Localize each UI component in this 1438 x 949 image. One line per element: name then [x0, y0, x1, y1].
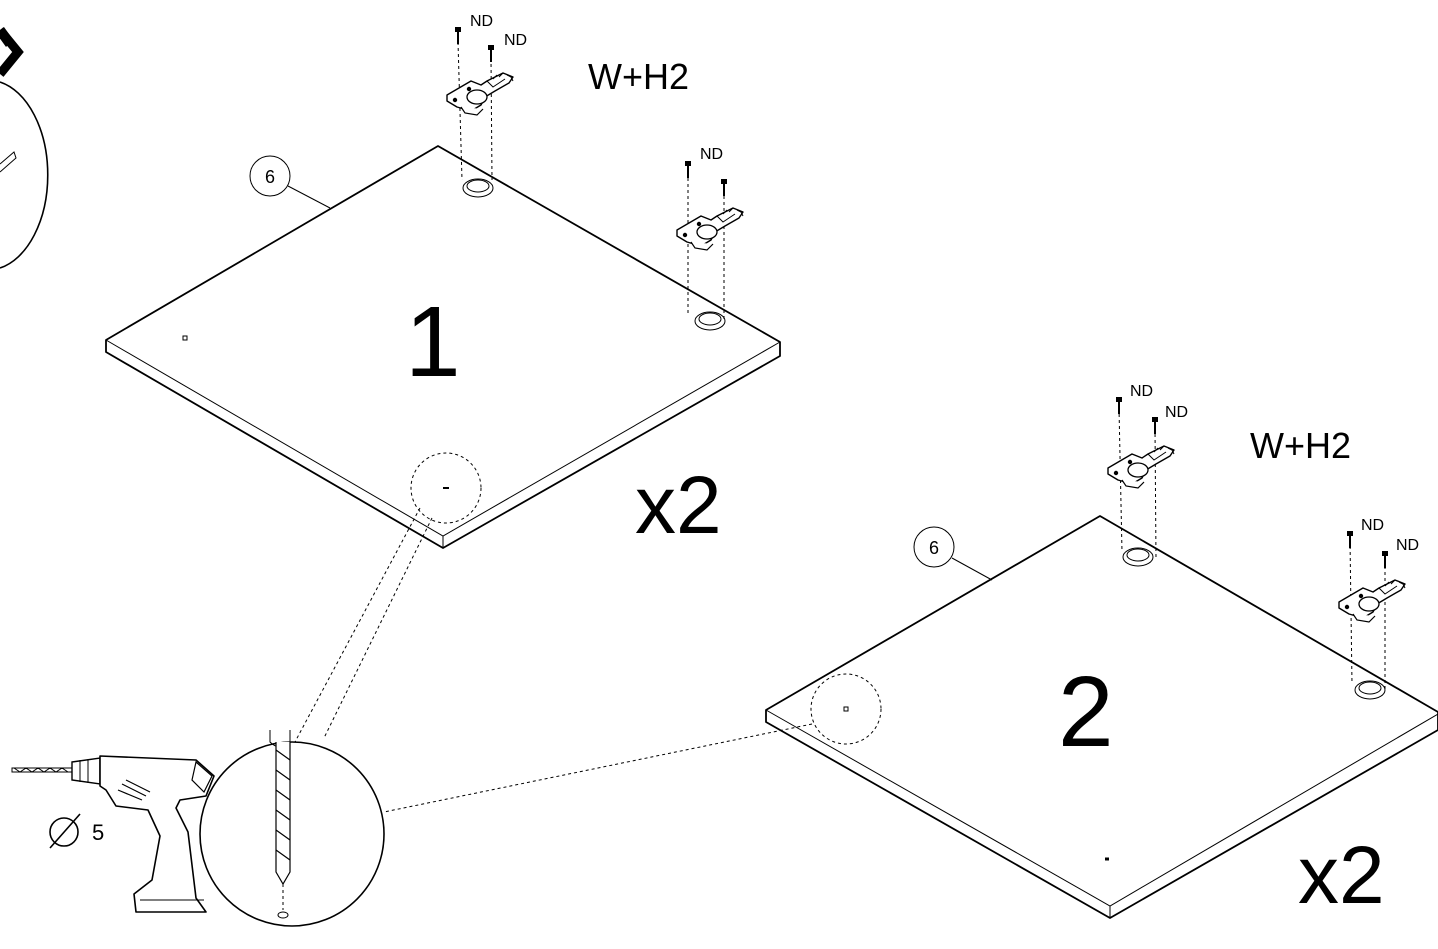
panel-1-part-ref: 6 — [249, 155, 331, 209]
screw-icon — [487, 44, 495, 63]
panel-1-screw-label-3: ND — [700, 146, 723, 163]
hinge-icon — [1338, 579, 1406, 623]
diameter-symbol-icon — [49, 813, 81, 849]
drill-icon — [11, 755, 215, 913]
panel-2-quantity: x2 — [1298, 830, 1385, 921]
hinge-icon — [1107, 445, 1175, 489]
cross-mark-icon — [0, 27, 24, 77]
panel-1-quantity: x2 — [635, 460, 722, 551]
panel-1-screw-label-2: ND — [504, 32, 527, 49]
panel-2-hinge-label: W+H2 — [1250, 425, 1351, 466]
panel-2-hinge-b — [1338, 530, 1406, 692]
panel-1-hinge-label: W+H2 — [588, 56, 689, 97]
detail-circle-partial — [0, 81, 49, 269]
panel-1-number: 1 — [405, 286, 461, 398]
screw-icon — [1151, 416, 1159, 435]
panel-2-part-ref-number: 6 — [929, 538, 939, 558]
screw-icon — [1381, 550, 1389, 569]
drill-bit-size: 5 — [92, 820, 104, 845]
panel-1-hinge-b — [676, 160, 744, 322]
panel-1-hinge-a — [446, 26, 514, 181]
detail-leader-lines — [279, 507, 813, 813]
panel-1 — [105, 145, 781, 549]
hinge-icon — [446, 72, 514, 116]
panel-2-screw-label-2: ND — [1165, 404, 1188, 421]
drill-bit-icon — [269, 730, 291, 919]
screw-icon — [1115, 396, 1123, 415]
panel-2 — [765, 515, 1438, 919]
screw-icon — [1346, 530, 1354, 549]
screw-icon — [684, 160, 692, 179]
panel-1-part-ref-number: 6 — [265, 167, 275, 187]
panel-2-screw-label-4: ND — [1396, 537, 1419, 554]
panel-1-screw-label-1: ND — [470, 13, 493, 30]
detail-shelf-fragment — [0, 151, 17, 173]
panel-2-number: 2 — [1058, 656, 1114, 768]
screw-icon — [454, 26, 462, 45]
screw-icon — [720, 178, 728, 197]
panel-2-part-ref: 6 — [913, 526, 993, 581]
drill-size: 5 — [49, 813, 104, 849]
panel-2-screw-label-1: ND — [1130, 383, 1153, 400]
drill-detail-circle — [199, 730, 385, 927]
hinge-icon — [676, 207, 744, 251]
panel-2-hinge-a — [1107, 396, 1175, 561]
panel-2-screw-label-3: ND — [1361, 517, 1384, 534]
